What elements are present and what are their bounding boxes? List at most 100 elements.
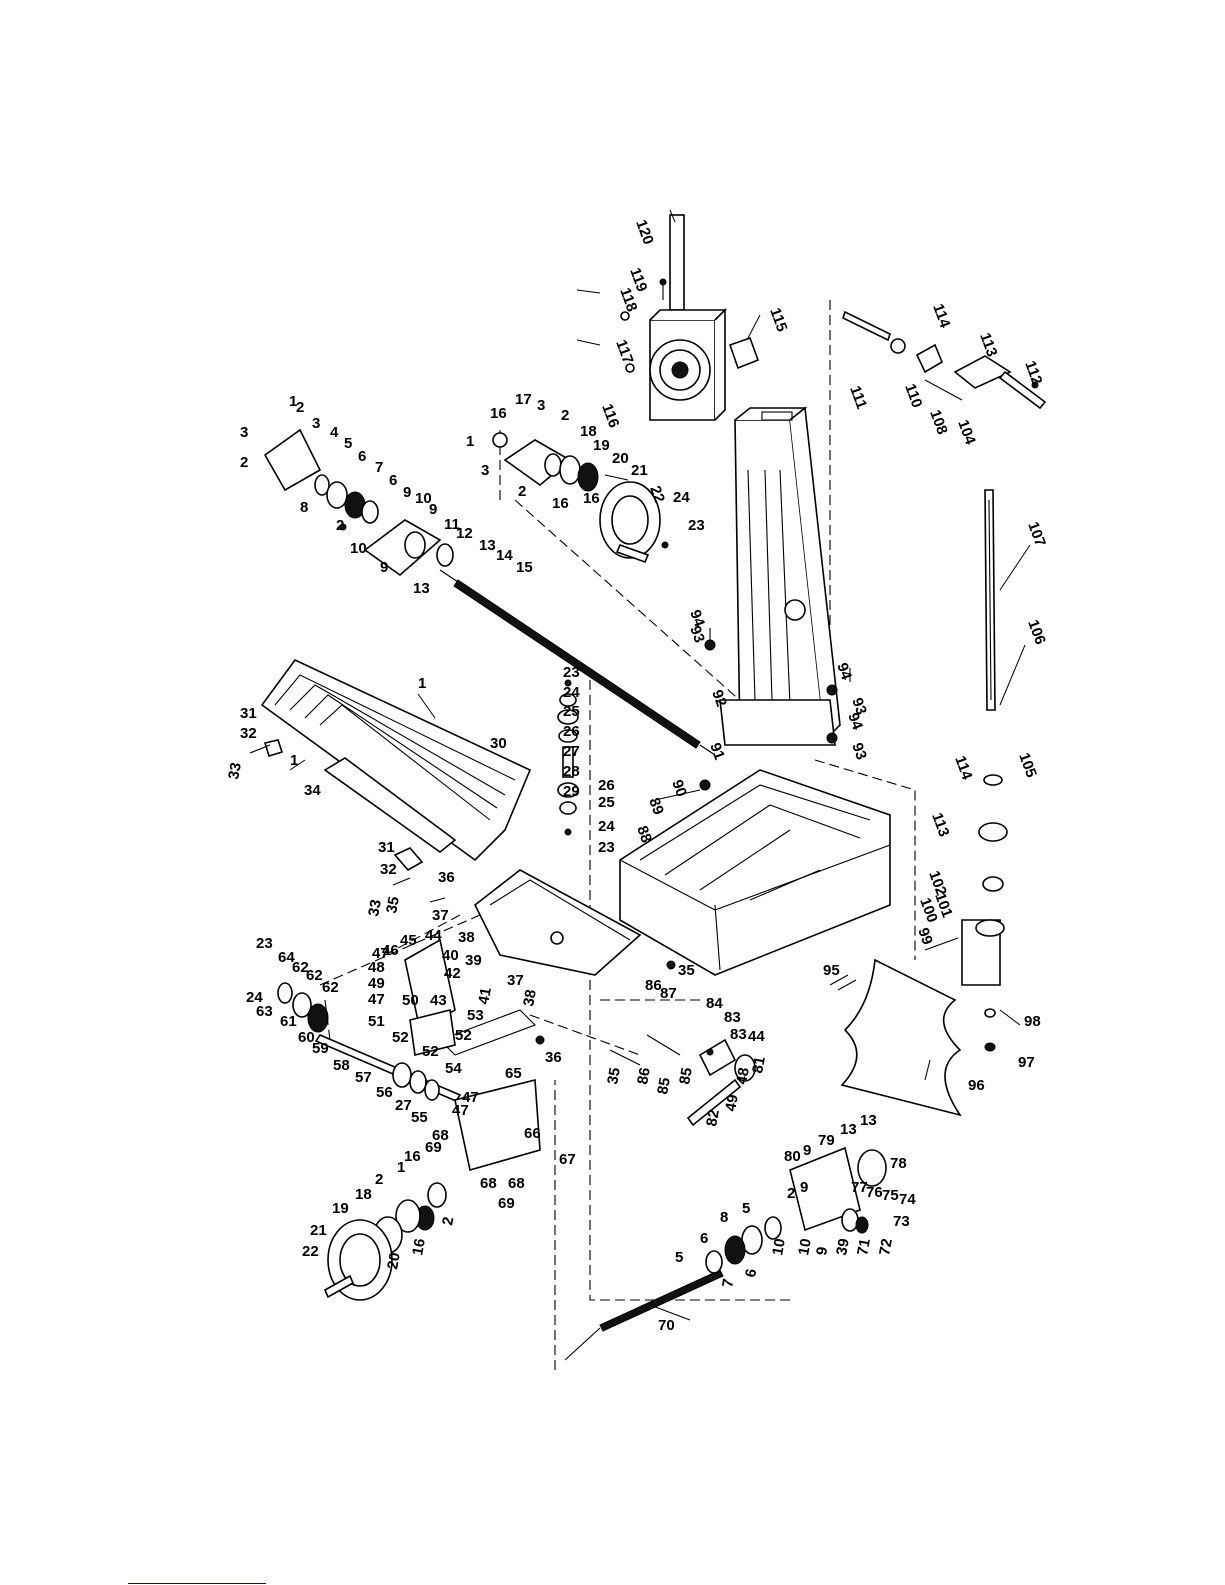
part-label: 51 xyxy=(368,1013,385,1030)
part-label: 24 xyxy=(598,818,615,835)
upper-handwheel-assembly xyxy=(492,432,669,564)
part-label: 75 xyxy=(882,1187,899,1204)
part-label: 21 xyxy=(631,462,648,479)
part-label: 3 xyxy=(240,424,248,441)
part-label: 84 xyxy=(706,995,723,1012)
part-label: 69 xyxy=(498,1195,515,1212)
part-label: 105 xyxy=(1015,751,1040,780)
part-label: 64 xyxy=(278,949,295,966)
part-label: 62 xyxy=(322,979,339,996)
part-label: 29 xyxy=(563,783,580,800)
base xyxy=(619,769,891,976)
part-label: 90 xyxy=(668,778,690,799)
part-label: 79 xyxy=(818,1132,835,1149)
part-label: 104 xyxy=(954,418,979,448)
part-label: 63 xyxy=(256,1003,273,1020)
part-label: 50 xyxy=(402,992,419,1009)
part-label: 24 xyxy=(673,489,690,506)
part-label: 18 xyxy=(355,1186,372,1203)
part-label: 16 xyxy=(409,1237,429,1256)
part-label: 1 xyxy=(290,752,298,769)
part-label: 94 xyxy=(686,608,708,630)
part-label: 13 xyxy=(860,1112,877,1129)
part-label: 37 xyxy=(432,907,449,924)
part-label: 19 xyxy=(332,1200,349,1217)
part-label: 35 xyxy=(383,895,403,914)
part-label: 87 xyxy=(660,985,677,1002)
part-label: 97 xyxy=(1018,1054,1035,1071)
part-label: 36 xyxy=(545,1049,562,1066)
part-label: 22 xyxy=(646,484,668,505)
part-label: 95 xyxy=(823,962,840,979)
elevation-handle xyxy=(842,310,1047,410)
part-label: 23 xyxy=(598,839,615,856)
part-label: 25 xyxy=(598,794,615,811)
part-label: 23 xyxy=(256,935,273,952)
part-label: 113 xyxy=(976,331,1000,360)
part-label: 96 xyxy=(968,1077,985,1094)
part-label: 62 xyxy=(292,959,309,976)
part-label: 18 xyxy=(580,423,597,440)
part-label: 9 xyxy=(403,484,411,501)
head-plate-assembly xyxy=(576,214,760,421)
footer-link-underline[interactable] xyxy=(128,1583,266,1584)
part-label: 114 xyxy=(929,302,953,331)
part-label: 10 xyxy=(350,540,367,557)
part-label: 99 xyxy=(914,926,936,947)
work-table xyxy=(260,658,532,862)
part-label: 20 xyxy=(612,450,629,467)
part-label: 21 xyxy=(310,1222,327,1239)
part-label: 111 xyxy=(846,384,870,412)
part-label: 83 xyxy=(730,1026,747,1043)
part-label: 8 xyxy=(720,1209,728,1226)
part-label: 26 xyxy=(563,723,580,740)
part-label: 32 xyxy=(240,725,257,742)
part-label: 82 xyxy=(703,1108,723,1127)
part-label: 116 xyxy=(598,402,622,431)
leader-lines xyxy=(289,209,1031,1321)
left-bracket-assembly xyxy=(263,428,454,577)
part-label: 67 xyxy=(559,1151,576,1168)
part-label: 27 xyxy=(395,1097,412,1114)
part-label: 93 xyxy=(848,741,870,762)
part-label: 16 xyxy=(404,1148,421,1165)
part-label: 115 xyxy=(766,306,790,335)
part-label: 2 xyxy=(375,1171,383,1188)
part-label: 47 xyxy=(372,945,389,962)
part-label: 81 xyxy=(749,1055,769,1074)
part-label: 49 xyxy=(722,1093,742,1112)
part-label: 32 xyxy=(380,861,397,878)
part-label: 93 xyxy=(848,696,870,717)
part-label: 65 xyxy=(505,1065,522,1082)
part-label: 5 xyxy=(344,435,352,452)
part-label: 85 xyxy=(654,1076,674,1095)
part-label: 70 xyxy=(658,1317,675,1334)
part-label: 23 xyxy=(688,517,705,534)
part-label: 20 xyxy=(384,1251,404,1270)
part-label: 37 xyxy=(507,972,524,989)
part-label: 108 xyxy=(926,408,951,437)
lock-lever-assembly xyxy=(609,1034,756,1127)
part-label: 42 xyxy=(444,965,461,982)
part-label: 76 xyxy=(866,1184,883,1201)
part-label: 92 xyxy=(708,688,730,709)
part-label: 71 xyxy=(854,1237,874,1256)
part-label: 113 xyxy=(928,811,952,840)
part-label: 74 xyxy=(899,1191,916,1208)
table-gib xyxy=(263,739,424,872)
part-label: 41 xyxy=(475,986,495,1005)
part-label: 9 xyxy=(380,559,388,576)
chip-guard xyxy=(840,958,962,1117)
part-label: 38 xyxy=(520,988,540,1007)
part-label: 23 xyxy=(563,664,580,681)
part-label: 39 xyxy=(465,952,482,969)
part-label: 11 xyxy=(444,516,460,533)
part-label: 83 xyxy=(724,1009,741,1026)
part-label: 28 xyxy=(563,763,580,780)
part-label: 2 xyxy=(439,1216,457,1227)
part-label: 7 xyxy=(719,1278,737,1289)
part-label: 16 xyxy=(490,405,507,422)
part-label: 45 xyxy=(400,932,417,949)
table-leadscrew xyxy=(439,569,716,756)
